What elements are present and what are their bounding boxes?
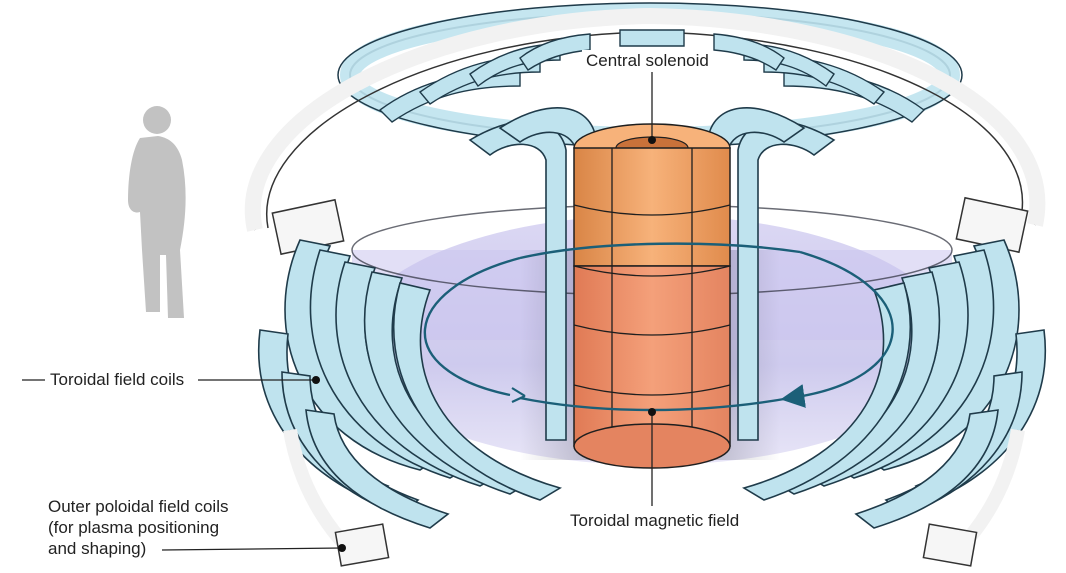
label-toroidal-field-coils: Toroidal field coils bbox=[50, 369, 184, 390]
person-silhouette bbox=[128, 106, 186, 318]
label-central-solenoid: Central solenoid bbox=[582, 50, 713, 71]
label-outer-poloidal-line2: (for plasma positioning bbox=[48, 517, 219, 538]
label-outer-poloidal-line3: and shaping) bbox=[48, 538, 146, 559]
leader-outer-poloidal bbox=[162, 548, 342, 550]
label-toroidal-magnetic-field: Toroidal magnetic field bbox=[566, 510, 743, 531]
label-outer-poloidal-line1: Outer poloidal field coils bbox=[48, 496, 228, 517]
